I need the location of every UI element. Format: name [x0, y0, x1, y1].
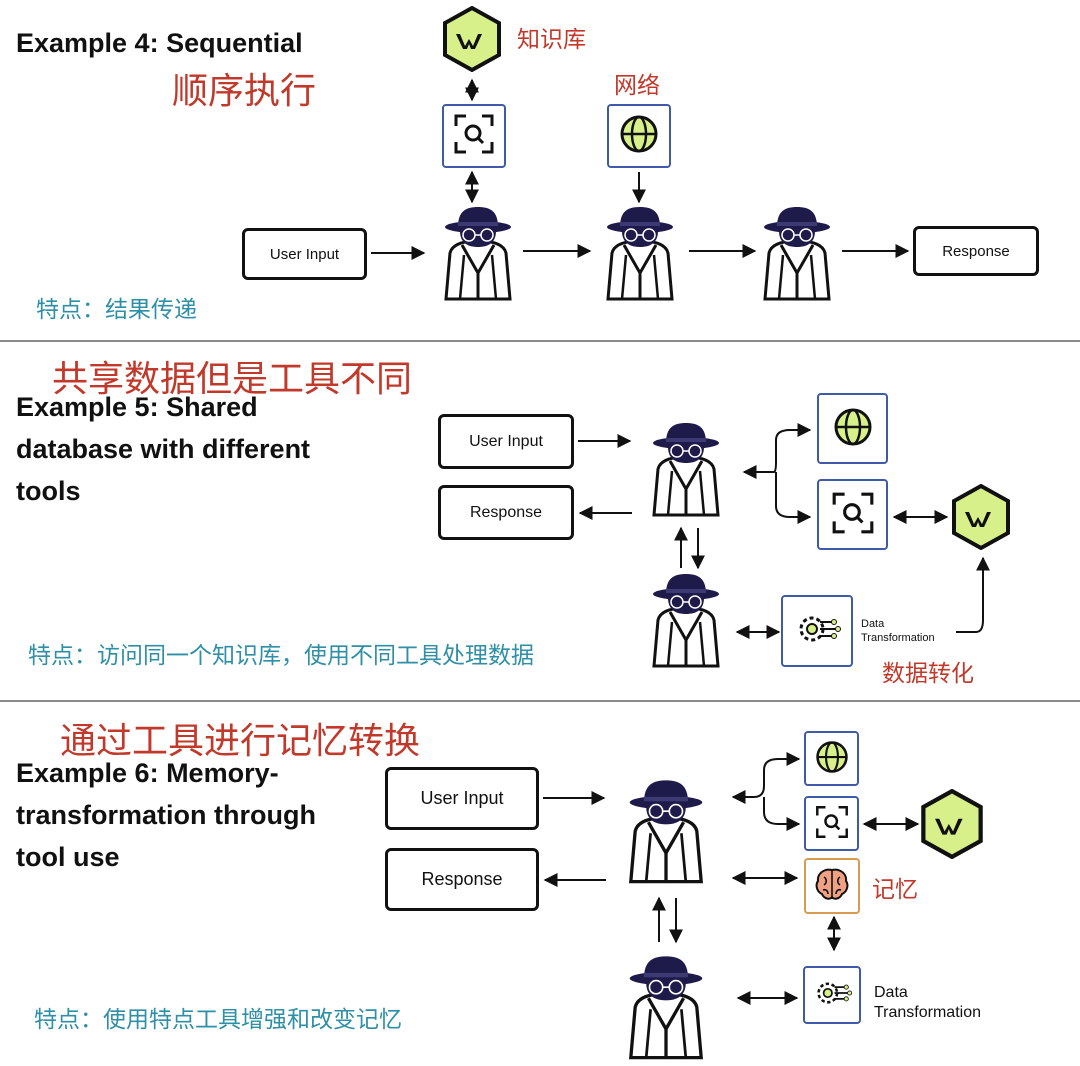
- memory-label: 记忆: [872, 877, 918, 903]
- divider-2: [0, 700, 1080, 702]
- data-transformation-gear-icon: [792, 604, 842, 658]
- data-transformation-label-line-1: Data: [861, 618, 885, 630]
- divider-1: [0, 340, 1080, 342]
- search-tool-box: [804, 796, 859, 851]
- globe-tool-box: [817, 393, 888, 464]
- knowledge-base-hex-icon: [442, 5, 502, 73]
- example5-cn-title: 共享数据但是工具不同: [52, 359, 413, 400]
- search-tool-icon: [814, 804, 850, 844]
- knowledge-base-hex-icon: [920, 788, 984, 860]
- search-tool-box: [442, 104, 506, 168]
- globe-tool-box: [607, 104, 671, 168]
- globe-icon: [833, 407, 873, 451]
- search-tool-icon: [452, 112, 496, 160]
- search-tool-icon: [830, 490, 876, 540]
- example5-title-line-3: tools: [16, 476, 81, 506]
- search-tool-box: [817, 479, 888, 550]
- globe-icon: [619, 114, 659, 158]
- response-box: Response: [385, 848, 539, 911]
- brain-memory-icon: [812, 864, 852, 908]
- globe-tool-box: [804, 731, 859, 786]
- example4-cn-title: 顺序执行: [172, 71, 317, 112]
- response-box: Response: [438, 485, 574, 540]
- data-transformation-box: [781, 595, 853, 667]
- example6-title-line-3: tool use: [16, 842, 120, 872]
- example4-panel: Example 4: Sequential 顺序执行 知识库 网络 User I…: [0, 0, 1080, 340]
- data-conversion-label: 数据转化: [882, 661, 974, 687]
- example5-feature: 特点：访问同一个知识库，使用不同工具处理数据: [28, 643, 534, 669]
- data-transformation-label-line-2: Transformation: [874, 1004, 981, 1021]
- memory-tool-box: [804, 858, 860, 914]
- example6-feature: 特点：使用特点工具增强和改变记忆: [34, 1007, 402, 1033]
- example6-title-line-2: transformation through: [16, 800, 316, 830]
- user-input-box: User Input: [438, 414, 574, 469]
- example4-feature: 特点：结果传递: [36, 297, 197, 323]
- example6-cn-title: 通过工具进行记忆转换: [60, 721, 421, 762]
- example5-title-line-2: database with different: [16, 434, 311, 464]
- data-transformation-box: [803, 966, 861, 1024]
- data-transformation-label-line-1: Data: [874, 984, 908, 1001]
- globe-icon: [815, 740, 849, 778]
- user-input-box: User Input: [242, 228, 367, 280]
- data-transformation-label-line-2: Transformation: [861, 632, 935, 644]
- data-transformation-gear-icon: [811, 972, 853, 1018]
- example6-panel: 通过工具进行记忆转换 Example 6: Memory- transforma…: [0, 702, 1080, 1065]
- example4-title: Example 4: Sequential: [16, 28, 303, 58]
- example6-title-line-1: Example 6: Memory-: [16, 758, 279, 788]
- response-box: Response: [913, 226, 1039, 276]
- network-label: 网络: [614, 73, 660, 99]
- example5-title-line-1: Example 5: Shared: [16, 392, 258, 422]
- knowledge-base-label: 知识库: [517, 27, 586, 53]
- user-input-box: User Input: [385, 767, 539, 830]
- knowledge-base-hex-icon: [951, 483, 1011, 551]
